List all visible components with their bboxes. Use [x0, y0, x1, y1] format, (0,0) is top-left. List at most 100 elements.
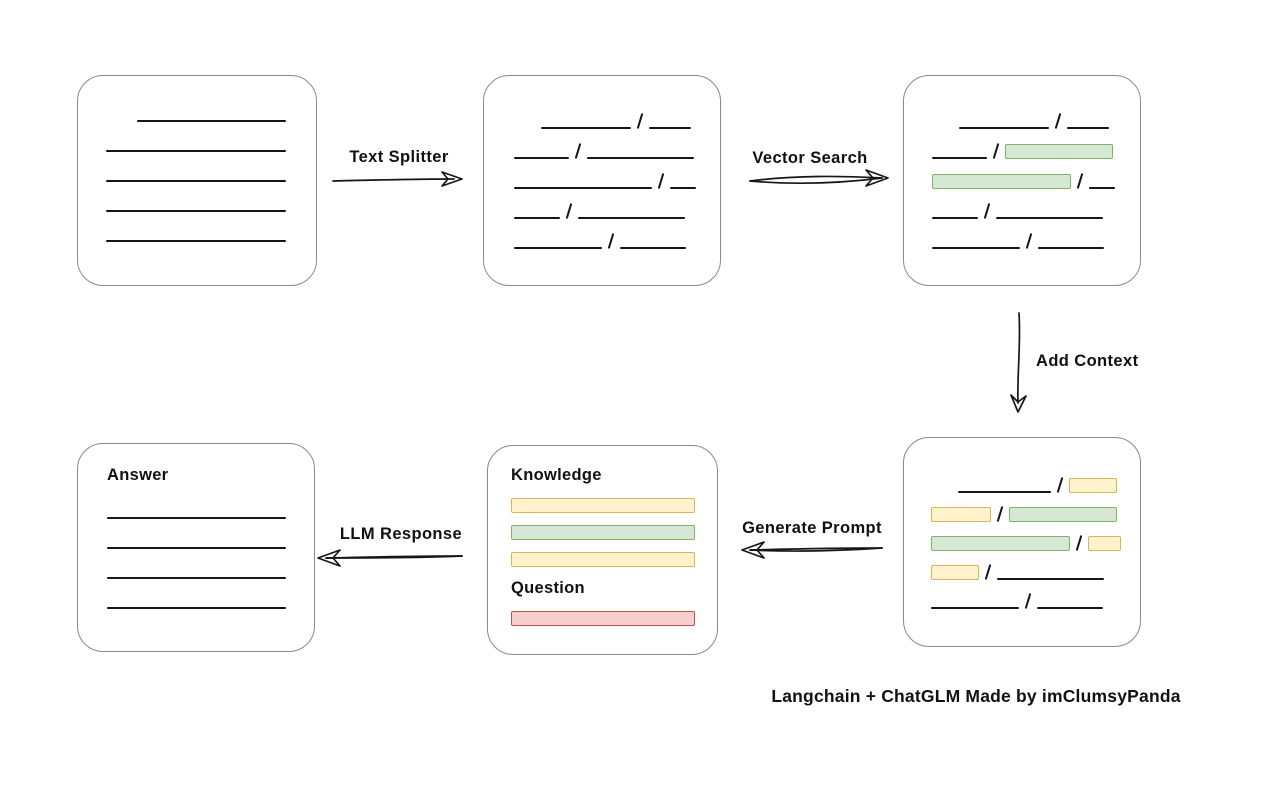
text-line: [932, 157, 987, 159]
text-line: [958, 491, 1051, 493]
text-line: [578, 217, 686, 219]
chunk-yellow: [1069, 478, 1118, 493]
context-chunks-node: [903, 437, 1141, 647]
text-line: [587, 157, 695, 159]
text-line: [137, 120, 286, 122]
text-line: [106, 150, 286, 152]
text-row: [931, 522, 1140, 551]
slash-separator: [1054, 113, 1062, 129]
llm-response-arrow: [317, 549, 463, 567]
question-bar-red: [511, 611, 695, 626]
answer-line: [107, 577, 286, 579]
text-row: [106, 122, 316, 152]
vector-search-label: Vector Search: [752, 149, 868, 167]
slash-separator: [984, 564, 992, 580]
text-line: [959, 127, 1049, 129]
chunk-yellow: [931, 565, 979, 580]
slash-separator: [996, 506, 1004, 522]
text-row: [932, 159, 1140, 189]
slash-separator: [565, 203, 573, 219]
text-row: [106, 92, 316, 122]
vector-search-arrow: [749, 169, 889, 187]
generate-prompt-label: Generate Prompt: [742, 519, 882, 537]
chunk-green: [1005, 144, 1114, 159]
text-row: [931, 493, 1140, 522]
text-row: [106, 152, 316, 182]
slash-separator: [607, 233, 615, 249]
text-line: [541, 127, 631, 129]
chunk-green: [931, 536, 1070, 551]
text-row: [106, 182, 316, 212]
generate-prompt-arrow: [741, 541, 883, 559]
slash-separator: [574, 143, 582, 159]
chunk-green: [932, 174, 1071, 189]
knowledge-bar-green: [511, 525, 695, 540]
indent-gap: [931, 492, 958, 493]
text-row: [932, 129, 1140, 159]
slash-separator: [1075, 535, 1083, 551]
vector-search-result-node: [903, 75, 1141, 286]
knowledge-bars: [511, 498, 717, 567]
slash-separator: [636, 113, 644, 129]
slash-separator: [1056, 477, 1064, 493]
slash-separator: [1076, 173, 1084, 189]
text-line: [670, 187, 697, 189]
text-line: [514, 217, 560, 219]
slash-separator: [992, 143, 1000, 159]
knowledge-bar-yellow: [511, 552, 695, 567]
text-splitter-arrow: [332, 171, 463, 187]
text-line: [1038, 247, 1105, 249]
text-line: [514, 157, 569, 159]
text-line: [1037, 607, 1104, 609]
chunk-green: [1009, 507, 1118, 522]
text-line: [1089, 187, 1116, 189]
text-line: [514, 247, 602, 249]
text-line: [1067, 127, 1110, 129]
indent-gap: [514, 128, 541, 129]
text-line: [649, 127, 692, 129]
text-row: [931, 551, 1140, 580]
text-line: [106, 210, 286, 212]
text-row: [514, 99, 720, 129]
slash-separator: [1024, 593, 1032, 609]
chunk-yellow: [931, 507, 991, 522]
prompt-node: Knowledge Question: [487, 445, 718, 655]
text-row: [514, 219, 720, 249]
text-line: [931, 607, 1019, 609]
text-line: [997, 578, 1105, 580]
text-row: [106, 212, 316, 242]
answer-label: Answer: [107, 466, 169, 484]
answer-line: [107, 517, 286, 519]
knowledge-label: Knowledge: [511, 466, 602, 484]
slash-separator: [657, 173, 665, 189]
indent-gap: [932, 128, 959, 129]
knowledge-bar-yellow: [511, 498, 695, 513]
credit-caption: Langchain + ChatGLM Made by imClumsyPand…: [771, 686, 1181, 706]
source-document-node: [77, 75, 317, 286]
text-row: [514, 189, 720, 219]
text-line: [106, 240, 286, 242]
add-context-label: Add Context: [1036, 352, 1139, 370]
text-chunks-node: [483, 75, 721, 286]
question-label: Question: [511, 579, 585, 597]
slash-separator: [983, 203, 991, 219]
slash-separator: [1025, 233, 1033, 249]
text-line: [932, 217, 978, 219]
add-context-arrow: [1010, 312, 1027, 413]
text-row: [932, 189, 1140, 219]
answer-line: [107, 607, 286, 609]
question-bar: [511, 611, 717, 626]
text-row: [931, 464, 1140, 493]
text-line: [932, 247, 1020, 249]
text-row: [932, 219, 1140, 249]
answer-line: [107, 547, 286, 549]
text-row: [931, 580, 1140, 609]
text-row: [514, 129, 720, 159]
llm-response-label: LLM Response: [339, 525, 463, 543]
text-line: [996, 217, 1104, 219]
text-splitter-label: Text Splitter: [349, 148, 449, 166]
text-line: [106, 180, 286, 182]
text-row: [514, 159, 720, 189]
text-row: [932, 99, 1140, 129]
